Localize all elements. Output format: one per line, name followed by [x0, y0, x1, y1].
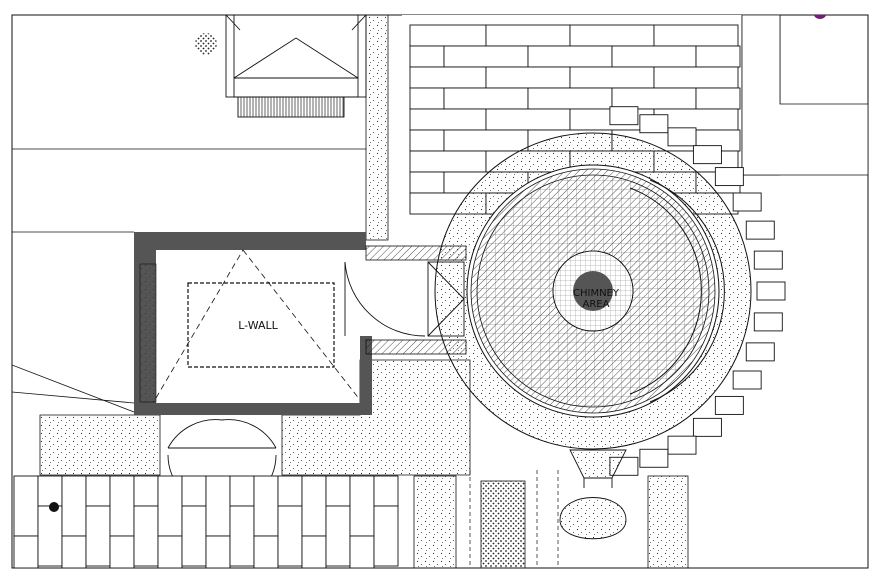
paver-brick	[745, 220, 775, 240]
paver-brick	[181, 475, 207, 507]
paver-brick	[527, 45, 613, 68]
accent-dot	[813, 15, 827, 19]
paver-brick	[409, 150, 487, 173]
paver-brick	[301, 475, 327, 537]
paver-brick	[609, 106, 639, 126]
paver-brick	[756, 281, 786, 301]
paver-brick	[409, 87, 445, 110]
fountain-approach	[559, 449, 627, 540]
paver-brick	[753, 250, 783, 270]
paver-brick	[611, 45, 697, 68]
paver-brick	[253, 475, 279, 537]
paver-brick	[485, 24, 571, 47]
paver-brick	[133, 475, 159, 507]
site-lines	[12, 148, 366, 413]
paver-brick	[157, 475, 183, 537]
paver-brick	[61, 535, 87, 568]
chimney-brick-ring	[609, 106, 786, 476]
paver-brick	[409, 24, 487, 47]
paver-brick	[692, 417, 722, 437]
paver-bricks-bottom	[13, 475, 399, 568]
paver-brick	[732, 192, 762, 212]
paver-brick	[373, 475, 399, 507]
paver-brick	[277, 505, 303, 567]
paver-brick	[205, 475, 231, 537]
paver-brick	[325, 475, 351, 507]
paver-brick	[667, 127, 697, 147]
paver-brick	[277, 475, 303, 507]
chimney-label-line2: AREA	[583, 299, 610, 310]
shrub-icon	[195, 33, 217, 55]
paver-brick	[85, 505, 111, 567]
paver-brick	[443, 87, 529, 110]
paver-brick	[443, 45, 529, 68]
chimney-label-line1: CHIMNEY	[573, 288, 620, 299]
l-wall-label: L-WALL	[238, 319, 278, 332]
paver-brick	[695, 87, 741, 110]
chimney-plaza	[434, 132, 752, 450]
paver-brick	[653, 66, 739, 89]
paver-brick	[13, 535, 39, 568]
gravel-bottom-strip	[413, 475, 457, 568]
paver-brick	[253, 535, 279, 568]
paver-brick	[349, 475, 375, 537]
paver-brick	[85, 475, 111, 507]
paver-brick	[714, 167, 744, 187]
paver-brick	[181, 505, 207, 567]
paver-brick	[639, 448, 669, 468]
paver-brick	[133, 505, 159, 567]
paver-brick	[745, 342, 775, 362]
paver-brick	[695, 45, 741, 68]
paver-brick	[229, 475, 255, 507]
paver-brick	[485, 66, 571, 89]
bottom-dash-lines	[469, 470, 559, 568]
gravel-strip-vertical	[365, 15, 389, 241]
paver-brick	[109, 535, 135, 568]
marker-dot	[49, 502, 59, 512]
paver-brick	[653, 24, 739, 47]
dotted-drain	[480, 480, 526, 568]
roof-structure	[225, 15, 367, 118]
paver-brick	[753, 312, 783, 332]
paver-brick	[409, 129, 445, 152]
paver-brick	[569, 66, 655, 89]
gravel-bottom-right	[647, 475, 689, 568]
l-wall-room	[134, 232, 372, 415]
paver-brick	[611, 87, 697, 110]
paver-brick	[485, 108, 571, 131]
paver-brick	[157, 535, 183, 568]
paver-brick	[692, 145, 722, 165]
paver-brick	[409, 45, 445, 68]
paver-brick	[409, 171, 445, 194]
paver-brick	[373, 505, 399, 567]
gravel-right-corner	[741, 15, 868, 176]
paver-brick	[639, 114, 669, 134]
paver-brick	[325, 505, 351, 567]
paver-brick	[349, 535, 375, 568]
paver-brick	[569, 24, 655, 47]
paver-brick	[732, 370, 762, 390]
gravel-west	[39, 414, 161, 476]
paver-brick	[37, 475, 63, 507]
paver-brick	[409, 66, 487, 89]
paver-brick	[13, 475, 39, 537]
paver-brick	[714, 395, 744, 415]
paver-brick	[409, 108, 487, 131]
paver-brick	[667, 435, 697, 455]
paver-brick	[443, 129, 529, 152]
paver-brick	[61, 475, 87, 537]
paver-brick	[229, 505, 255, 567]
paver-brick	[109, 475, 135, 537]
paver-brick	[527, 87, 613, 110]
paver-brick	[205, 535, 231, 568]
paver-brick	[301, 535, 327, 568]
chimney-core	[573, 271, 613, 311]
paver-brick	[37, 505, 63, 567]
